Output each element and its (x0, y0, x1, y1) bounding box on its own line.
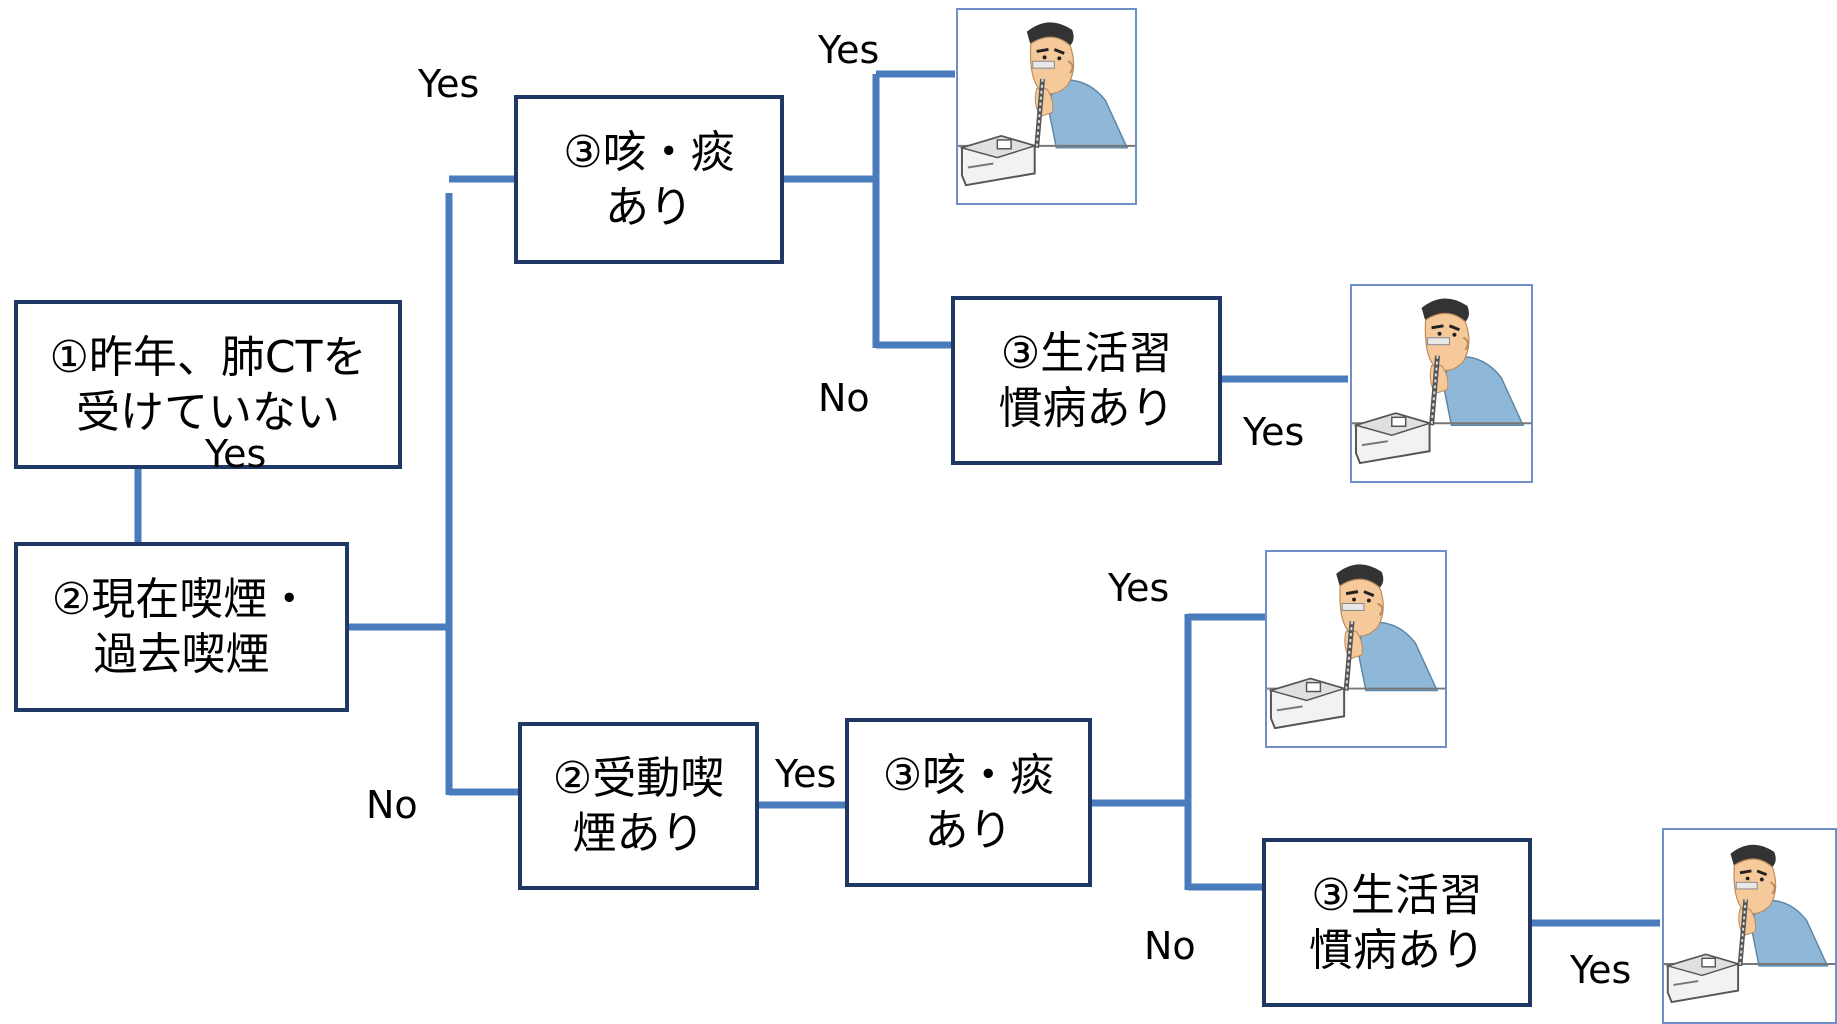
box-q2-smoking: ②現在喫煙・ 過去喫煙 (14, 542, 349, 712)
label-q1-yes: Yes (205, 432, 267, 476)
person-spirometry-icon (1662, 828, 1837, 1024)
label-cough-bottom-no: No (1144, 924, 1196, 968)
box-q2-passive-smoking: ②受動喫 煙あり (518, 722, 759, 890)
label-q2b-yes: Yes (775, 752, 837, 796)
person-spirometry-icon (1265, 550, 1447, 748)
label-cough-bottom-yes: Yes (1108, 566, 1170, 610)
box-q3-lifestyle-top: ③生活習 慣病あり (951, 296, 1222, 465)
label-life-top-yes: Yes (1243, 410, 1305, 454)
label-cough-top-yes: Yes (818, 28, 880, 72)
person-spirometry-icon (956, 8, 1137, 205)
person-spirometry-icon (1350, 284, 1533, 483)
box-q1-no-ct-last-year: ①昨年、肺CTを 受けていない (14, 300, 402, 469)
label-life-bottom-yes: Yes (1570, 948, 1632, 992)
box-q3-lifestyle-bottom: ③生活習 慣病あり (1262, 838, 1532, 1007)
box-q3-cough-bottom: ③咳・痰 あり (845, 718, 1092, 887)
box-q3-cough-top: ③咳・痰 あり (514, 95, 784, 264)
label-q2a-yes: Yes (418, 62, 480, 106)
label-cough-top-no: No (818, 376, 870, 420)
label-q2a-no: No (366, 783, 418, 827)
